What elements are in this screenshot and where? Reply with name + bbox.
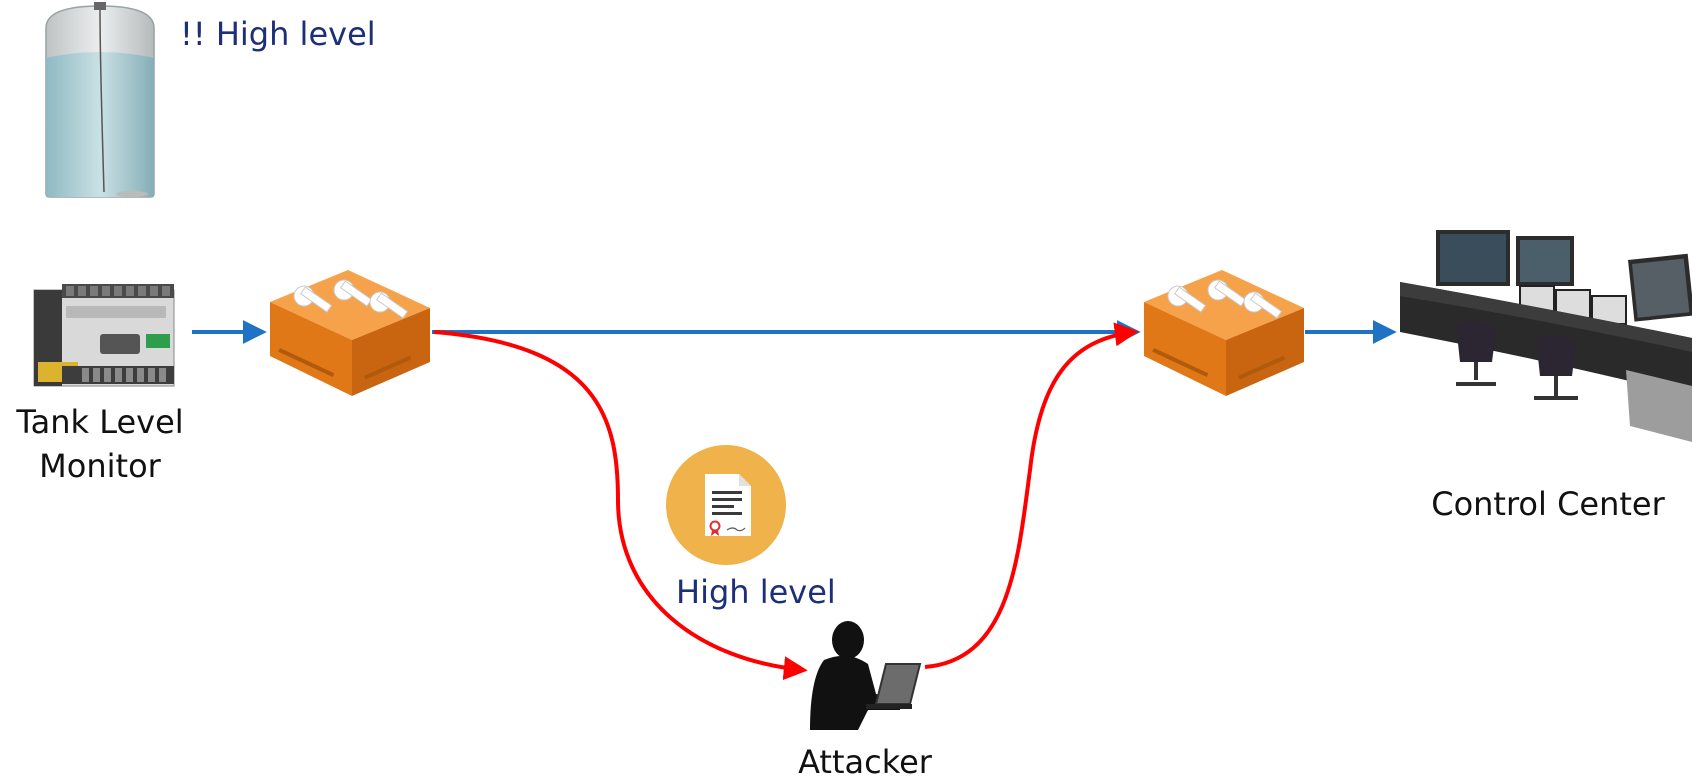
key-encryptor-icon [1144, 270, 1304, 396]
message-text: High level [676, 573, 836, 611]
tank-alert-text: !! High level [180, 15, 376, 53]
attack-path-intercept [433, 330, 808, 681]
hacker-laptop-icon [810, 621, 922, 730]
plc-label: Tank Level Monitor [0, 400, 200, 488]
attacker[interactable] [806, 618, 924, 730]
plc-label-line2: Monitor [39, 447, 161, 485]
control-center-label: Control Center [1431, 485, 1665, 523]
tank [44, 2, 156, 198]
attack-path-inject [924, 322, 1139, 669]
plc-device[interactable] [30, 270, 180, 390]
certificate-document-icon [666, 445, 786, 565]
control-desk-icon [1400, 230, 1692, 442]
key-encryptor-icon [270, 270, 430, 396]
attacker-label: Attacker [798, 743, 932, 781]
plc-label-line1: Tank Level [16, 403, 184, 441]
tank-icon [45, 2, 155, 198]
message [665, 444, 787, 566]
encryptor-left[interactable] [264, 268, 436, 398]
plc-icon [33, 284, 175, 387]
encryptor-right[interactable] [1138, 268, 1310, 398]
control-center[interactable] [1396, 220, 1692, 446]
